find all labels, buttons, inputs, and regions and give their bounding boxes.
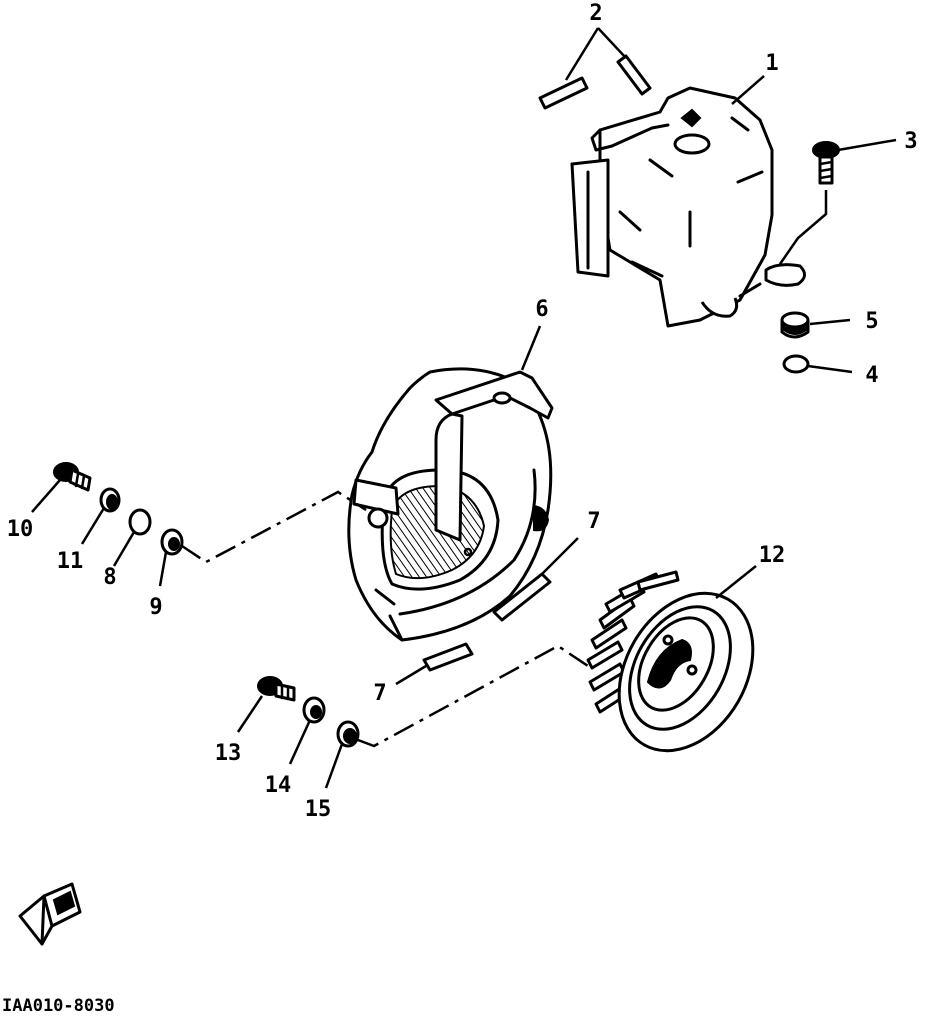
label-14: 14 xyxy=(265,773,292,798)
assembly-line-lower xyxy=(357,644,589,748)
pin-part-7-upper xyxy=(492,537,579,622)
grommet-part-9 xyxy=(158,528,184,587)
washer-part-11 xyxy=(80,487,121,545)
cover-housing-part-1 xyxy=(570,86,806,328)
label-13: 13 xyxy=(215,741,242,766)
assembly-line-upper xyxy=(181,490,367,564)
bolt-part-13 xyxy=(236,676,296,733)
washer-part-14 xyxy=(288,696,326,765)
flywheel-part-12 xyxy=(586,565,757,753)
label-5: 5 xyxy=(865,309,878,334)
label-8: 8 xyxy=(103,565,116,590)
pin-part-7-lower xyxy=(395,642,474,686)
label-11: 11 xyxy=(57,549,84,574)
collar-part-8 xyxy=(112,508,152,567)
grommet-part-5 xyxy=(780,311,851,339)
label-3: 3 xyxy=(904,129,917,154)
label-4: 4 xyxy=(865,363,878,388)
nut-part-15 xyxy=(324,720,360,789)
label-15: 15 xyxy=(305,797,332,822)
label-1: 1 xyxy=(765,51,778,76)
label-6: 6 xyxy=(535,297,548,322)
bolt-part-3 xyxy=(812,138,897,185)
collar-part-4 xyxy=(782,354,853,374)
label-7-lower: 7 xyxy=(373,681,386,706)
book-icon xyxy=(18,882,82,946)
fan-housing-part-6 xyxy=(347,367,554,642)
drawing-code: IAA010-8030 xyxy=(2,996,115,1016)
label-7-upper: 7 xyxy=(587,509,600,534)
label-2: 2 xyxy=(589,1,602,26)
pin-part-2 xyxy=(538,54,652,110)
label-9: 9 xyxy=(149,595,162,620)
label-10: 10 xyxy=(7,517,34,542)
bolt-part-10 xyxy=(31,462,92,513)
bolt-3-guide-line xyxy=(778,190,828,265)
label-12: 12 xyxy=(759,543,786,568)
